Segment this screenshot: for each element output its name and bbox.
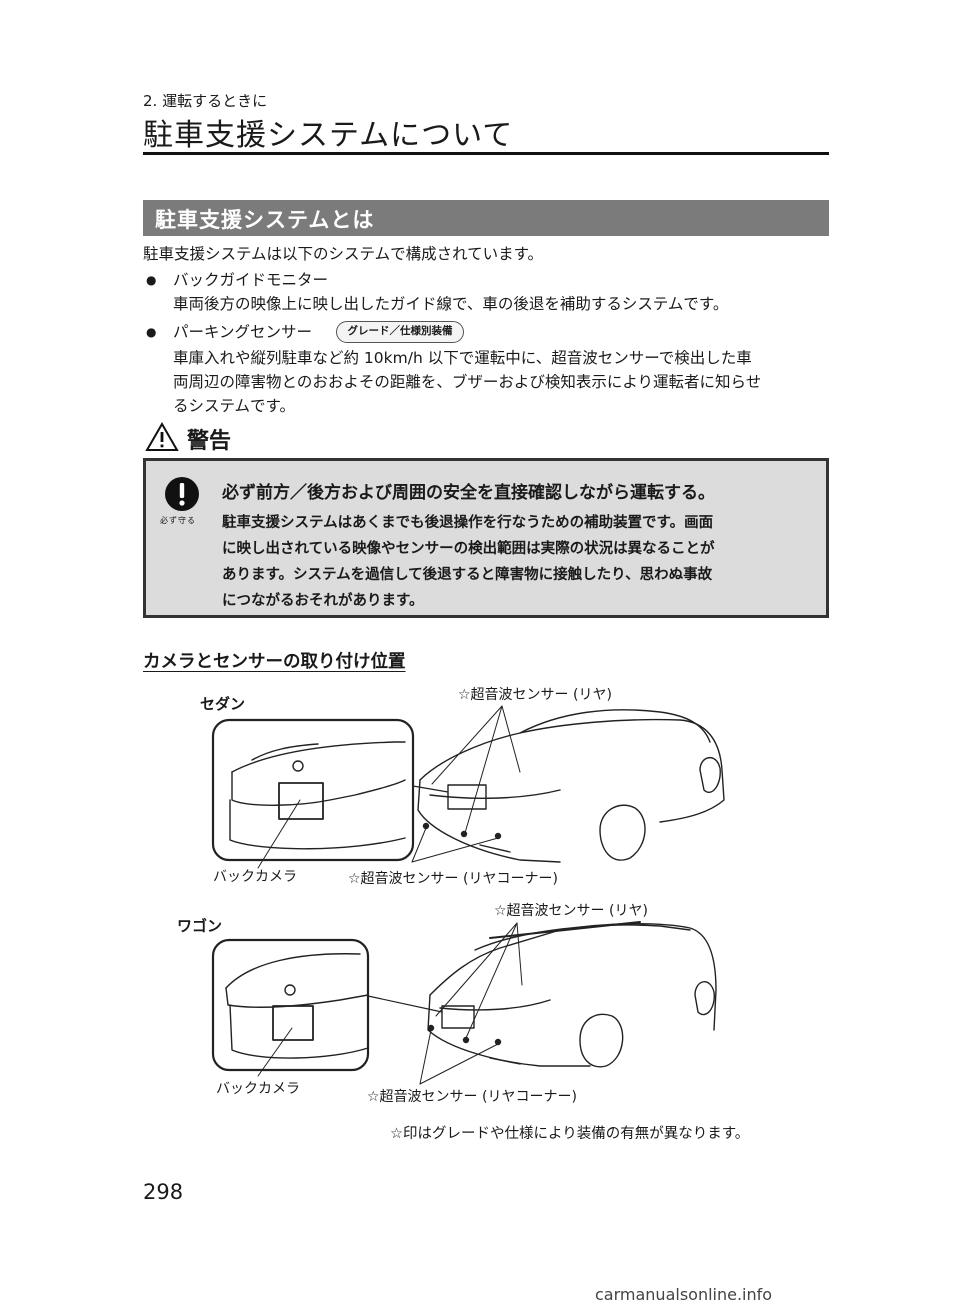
wagon-inset-frame — [211, 938, 370, 1072]
item-desc-line: るシステムです。 — [173, 397, 295, 415]
section-heading-bar: 駐車支援システムとは — [143, 200, 829, 236]
item-name-parking-sensor: パーキングセンサー — [173, 323, 313, 341]
footnote: ☆印はグレードや仕様により装備の有無が異なります。 — [390, 1126, 750, 1142]
wagon-rear-wheel — [579, 1013, 624, 1068]
sedan-inset-plate — [278, 782, 324, 820]
intro-text: 駐車支援システムは以下のシステムで構成されています。 — [143, 245, 544, 263]
title-rule — [143, 152, 829, 155]
warning-body-line: あります。システムを過信して後退すると障害物に接触したり、思わぬ事故 — [222, 567, 713, 583]
warning-box — [143, 458, 829, 618]
wagon-corner-sensor-caption: ☆超音波センサー (リヤコーナー) — [367, 1089, 577, 1105]
wagon-rear-sensor-caption: ☆超音波センサー (リヤ) — [494, 903, 648, 919]
wagon-inset-plate — [272, 1005, 314, 1041]
wagon-camera-caption: バックカメラ — [216, 1081, 300, 1097]
warning-body-line: 駐車支援システムはあくまでも後退操作を行なうための補助装置です。画面 — [222, 515, 714, 531]
warning-label: 警告 — [187, 429, 232, 454]
warning-heading: 警告 — [145, 421, 231, 454]
page-number: 298 — [143, 1180, 184, 1204]
item-desc-line: 両周辺の障害物とのおおよその距離を、ブザーおよび検知表示により運転者に知らせ — [173, 373, 762, 391]
sedan-label: セダン — [200, 695, 246, 713]
warning-body-line: に映し出されている映像やセンサーの検出範囲は実際の状況は異なることが — [222, 541, 715, 557]
wagon-body-outline — [429, 923, 717, 1031]
sedan-corner-sensor-caption: ☆超音波センサー (リヤコーナー) — [348, 871, 558, 887]
sedan-rear-wheel — [599, 804, 646, 861]
sedan-camera-caption: バックカメラ — [213, 869, 297, 885]
figure-heading: カメラとセンサーの取り付け位置 — [143, 652, 406, 672]
watermark: carmanualsonline.info — [595, 1285, 773, 1304]
sedan-rear-sensor-caption: ☆超音波センサー (リヤ) — [458, 687, 612, 703]
sedan-front-wheel — [699, 757, 721, 793]
warning-body: 駐車支援システムはあくまでも後退操作を行なうための補助装置です。画面 に映し出さ… — [222, 510, 818, 614]
warning-body-line: につながるおそれがあります。 — [222, 593, 424, 609]
must-follow-label: 必ず守る — [160, 516, 196, 525]
item-desc-line: 車庫入れや縦列駐車など約 10km/h 以下で運転中に、超音波センサーで検出した… — [173, 349, 752, 367]
wagon-label: ワゴン — [177, 917, 223, 935]
bullet-marker: ● — [146, 325, 157, 339]
section-heading: 駐車支援システムとは — [155, 208, 375, 232]
sedan-inset-trunk — [231, 741, 406, 773]
wagon-inset-body — [225, 953, 361, 989]
breadcrumb: 2. 運転するときに — [143, 92, 268, 110]
sedan-inset-frame — [211, 718, 415, 862]
item-desc-back-guide-monitor: 車両後方の映像上に映し出したガイド線で、車の後退を補助するシステムです。 — [173, 295, 729, 313]
item-name-back-guide-monitor: バックガイドモニター — [173, 271, 329, 289]
grade-badge: グレード／仕様別装備 — [336, 321, 464, 343]
wagon-front-wheel — [694, 981, 715, 1016]
page-title: 駐車支援システムについて — [143, 118, 514, 153]
sedan-body-outline — [419, 718, 725, 823]
warning-lead: 必ず前方／後方および周囲の安全を直接確認しながら運転する。 — [222, 483, 715, 503]
warning-triangle-icon — [145, 421, 179, 451]
bullet-marker: ● — [146, 273, 157, 287]
exclamation-icon — [165, 477, 199, 511]
